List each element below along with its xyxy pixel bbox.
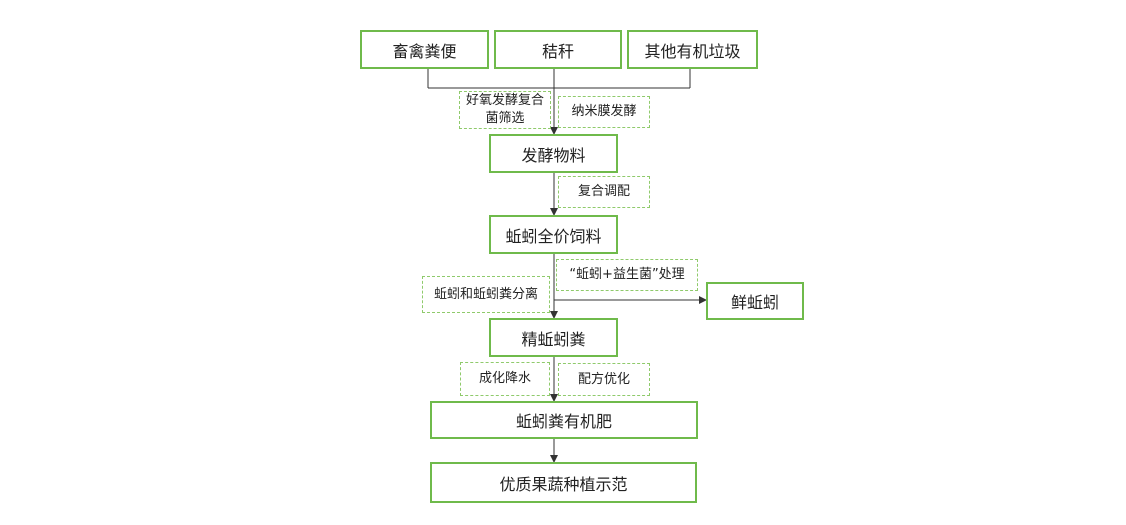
- node-other-waste-label: 其他有机垃圾: [644, 41, 741, 61]
- note-nano-membrane-label: 纳米膜发酵: [571, 104, 637, 119]
- node-manure: 畜禽粪便: [360, 30, 489, 69]
- note-aerobic-screening-label: 好氧发酵复合菌筛选: [465, 93, 544, 126]
- node-other-waste: 其他有机垃圾: [627, 30, 758, 69]
- node-manure-label: 畜禽粪便: [392, 41, 457, 61]
- note-formula-optimization: 配方优化: [558, 363, 650, 396]
- note-compound-blending-label: 复合调配: [577, 184, 630, 199]
- node-refined-castings: 精蚯蚓粪: [489, 318, 618, 357]
- node-fermented-material: 发酵物料: [489, 134, 618, 173]
- note-probiotic-treatment-label: “蚯蚓+益生菌”处理: [569, 267, 685, 282]
- note-aerobic-screening: 好氧发酵复合菌筛选: [459, 91, 551, 129]
- note-dewatering-label: 成化降水: [478, 371, 531, 386]
- node-castings-fertilizer-label: 蚯蚓粪有机肥: [515, 412, 612, 431]
- node-refined-castings-label: 精蚯蚓粪: [521, 329, 586, 349]
- note-separation: 蚯蚓和蚯蚓粪分离: [422, 276, 550, 313]
- note-separation-label: 蚯蚓和蚯蚓粪分离: [433, 286, 538, 302]
- node-straw-label: 秸秆: [541, 41, 574, 61]
- node-castings-fertilizer: 蚯蚓粪有机肥: [430, 401, 698, 439]
- node-demonstration: 优质果蔬种植示范: [430, 462, 697, 503]
- node-fermented-material-label: 发酵物料: [521, 145, 586, 165]
- node-fresh-earthworm: 鲜蚯蚓: [706, 282, 804, 320]
- note-nano-membrane: 纳米膜发酵: [558, 96, 650, 128]
- note-dewatering: 成化降水: [460, 362, 550, 396]
- note-probiotic-treatment: “蚯蚓+益生菌”处理: [556, 259, 698, 291]
- node-earthworm-feed: 蚯蚓全价饲料: [489, 215, 618, 254]
- note-formula-optimization-label: 配方优化: [577, 371, 630, 387]
- node-earthworm-feed-label: 蚯蚓全价饲料: [505, 226, 602, 246]
- node-fresh-earthworm-label: 鲜蚯蚓: [730, 293, 779, 312]
- node-demonstration-label: 优质果蔬种植示范: [499, 474, 628, 494]
- note-compound-blending: 复合调配: [558, 176, 650, 208]
- node-straw: 秸秆: [494, 30, 622, 69]
